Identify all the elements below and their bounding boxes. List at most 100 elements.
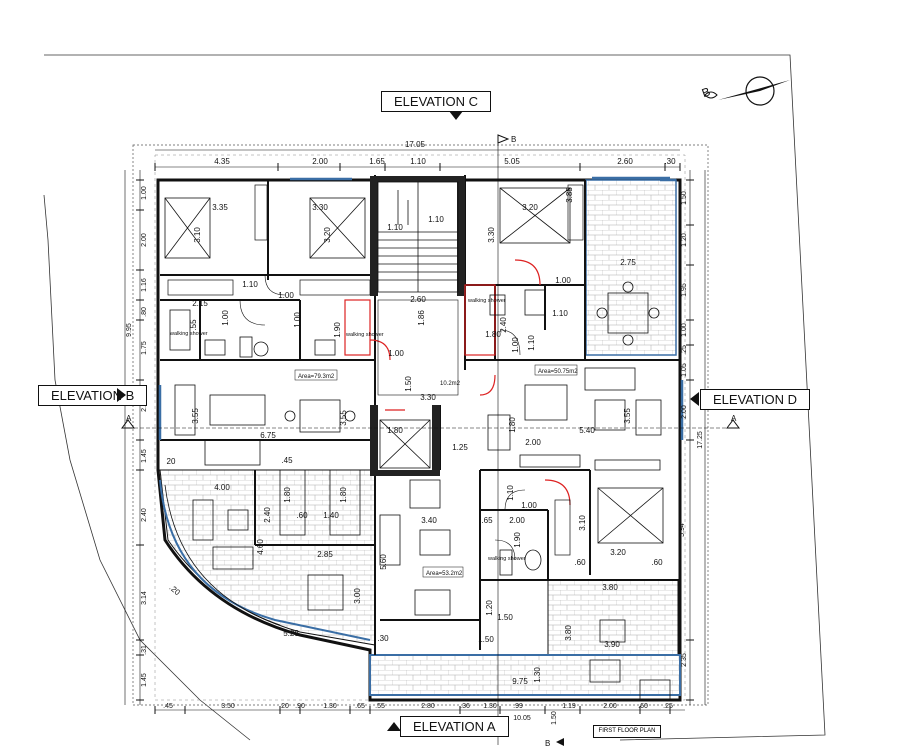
dim-left-1: 1.00 [141,186,148,200]
room-dim: 1.00 [511,337,520,353]
dim-right-outer: 17.25 [697,431,704,449]
room-dim: .60 [574,558,586,567]
room-dim: 1.80 [508,417,517,433]
area-apt-bottom: Area=53.2m2 [426,571,463,577]
room-dim: .55 [189,319,198,331]
dim-top-1: 4.35 [214,157,230,166]
dim-right-7: 2.00 [681,405,688,419]
dim-top-6: 2.60 [617,157,633,166]
dim-left-9: 3.14 [141,591,148,605]
room-dim: .65 [481,516,493,525]
dim-right-6: 1.05 [681,363,688,377]
dim-bottom-11: .99 [513,703,523,710]
dim-left-8: 2.40 [141,508,148,522]
shower-label-4: walking shower [487,556,526,562]
room-dim: 2.60 [410,295,426,304]
dim-left-7: 1.45 [141,449,148,463]
dim-right-3: 1.95 [681,283,688,297]
dim-bottom-10: 1.30 [483,703,497,710]
north-arrow-icon [704,76,790,106]
plan-title: FIRST FLOOR PLAN [598,728,656,734]
shower-labels: walking shower walking shower walking sh… [169,298,526,562]
dim-bottom-13: 2.00 [603,703,617,710]
room-dim: 1.20 [485,600,494,616]
dim-right-1: 1.50 [681,191,688,205]
dim-left-5: 1.75 [141,341,148,355]
room-dim: 3.30 [312,203,328,212]
room-dim: 1.40 [323,511,339,520]
room-dim: 1.90 [513,532,522,548]
section-markers: A A B B [121,134,740,748]
room-dim: 3.80 [564,625,573,641]
elevation-b-arrow-icon [117,388,126,402]
room-dim: 2.00 [525,438,541,447]
elevation-a-label: ELEVATION A [400,716,509,737]
staircase [377,181,459,293]
room-dim: 1.30 [533,667,542,683]
room-dim: 1.50 [478,635,494,644]
dim-left-3: 1.16 [141,278,148,292]
shower-label-1: walking shower [169,331,208,337]
dim-bottom-12: 1.19 [562,703,576,710]
dimension-lines [124,135,735,745]
dim-total-top: 17.05 [405,140,426,149]
dim-top-5: 5.05 [504,157,520,166]
room-dim: 3.35 [212,203,228,212]
room-dim: 1.10 [552,309,568,318]
room-dim: 3.00 [353,588,362,604]
room-dim: 5.28 [283,629,299,638]
dim-right-9: 2.35 [681,653,688,667]
room-dim: 2.75 [620,258,636,267]
dimension-ticks [136,163,694,714]
room-dim: 1.00 [521,501,537,510]
dim-right-2: 1.20 [681,233,688,247]
north-label-box: B [700,84,712,100]
elevation-b-label: ELEVATION B [38,385,148,406]
windows [158,176,684,440]
dim-top-2: 2.00 [312,157,328,166]
bottom-dimensions: .45 3.50 .20 .90 1.30 .65 .55 2.80 .36 1… [163,703,673,725]
dim-bottom-15: .25 [663,703,673,710]
furniture [169,281,671,701]
room-dim: 1.00 [278,291,294,300]
room-dim: 1.10 [506,485,515,501]
room-dim: 1.50 [404,376,413,392]
elevation-d-arrow-icon [690,392,699,406]
room-dim: 1.50 [497,613,513,622]
room-dim: 1.10 [242,280,258,289]
wardrobes [167,184,584,556]
dim-bottom-8: 2.80 [421,703,435,710]
right-dimensions: 17.25 1.50 1.20 1.95 1.00 .25 1.05 2.00 … [679,191,704,667]
dim-bottom-14: .60 [638,703,648,710]
dim-bottom-6: .65 [355,703,365,710]
dim-left-2: 2.00 [141,233,148,247]
room-dim: 3.20 [522,203,538,212]
room-dim: 20 [167,457,176,466]
section-a-left-label: A [126,414,132,423]
section-b-top-label: B [511,135,516,144]
shower-label-3: walking shower [467,298,506,304]
interior-dimension-labels: 3.35 3.10 3.30 3.20 1.10 1.10 3.20 3.30 … [167,187,664,686]
dim-left-4: .80 [141,307,148,317]
room-dim: 3.85 [565,187,574,203]
room-dim: .20 [167,583,182,597]
room-dim: 1.80 [339,487,348,503]
room-dim: 2.00 [509,516,525,525]
section-b-bottom-label: B [545,739,550,748]
beds [164,187,664,544]
elevator-shaft [379,419,431,469]
area-labels: Area=79.3m2 Area=50.75m2 Area=53.2m2 10.… [294,364,578,578]
dim-top-3: 1.65 [369,157,385,166]
dim-bottom-5: 1.30 [323,703,337,710]
top-dimensions: 17.05 4.35 2.00 1.65 1.10 5.05 2.60 .30 [214,140,676,166]
room-dim: 1.00 [293,312,302,328]
room-dim: 2.40 [263,507,272,523]
elevation-b-text: ELEVATION B [51,388,135,403]
elevation-d-text: ELEVATION D [713,392,798,407]
room-dim: .30 [377,634,389,643]
room-dim: 1.90 [333,322,342,338]
balcony-top-right [585,179,677,356]
shower-label-2: walking shower [345,332,384,338]
area-lobby: 10.2m2 [440,381,461,387]
room-dim: 3.10 [193,227,202,243]
